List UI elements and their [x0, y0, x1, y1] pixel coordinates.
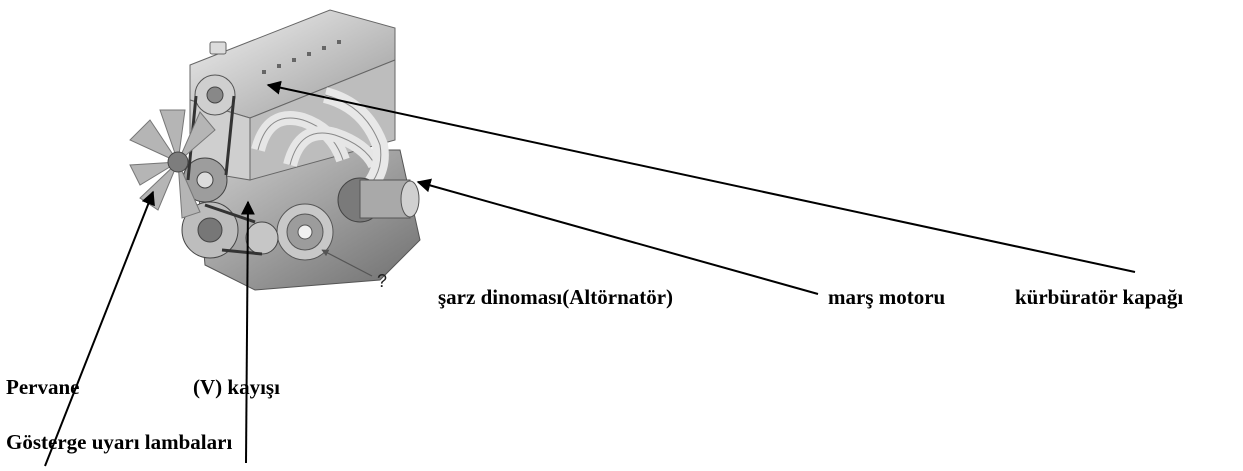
mars-leader — [416, 178, 819, 295]
alternator-label: şarz dinoması(Altörnatör) — [438, 285, 674, 309]
warning-lamps-label: Gösterge uyarı lambaları — [6, 430, 233, 454]
pervane-leader — [44, 190, 155, 467]
kayis-leader — [240, 200, 255, 464]
fan-label: Pervane — [6, 375, 80, 399]
leader-lines — [44, 80, 1136, 467]
carburetor-cover-label: kürbüratör kapağı — [1015, 285, 1184, 309]
karburator-leader — [266, 80, 1136, 273]
question-pointer — [321, 249, 373, 277]
engine-block — [129, 9, 421, 291]
question-label: ? — [377, 271, 388, 291]
starter-motor-label: marş motoru — [828, 285, 946, 309]
v-belt-label: (V) kayışı — [193, 375, 280, 399]
